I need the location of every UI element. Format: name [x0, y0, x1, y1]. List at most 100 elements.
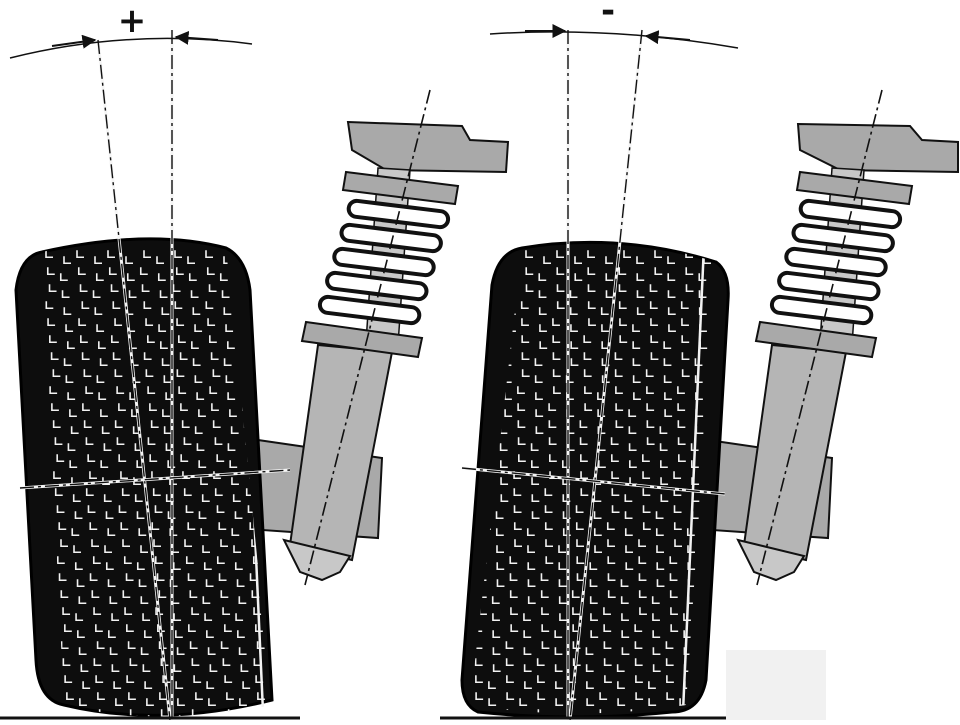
tread-block [174, 250, 182, 259]
tread-block [492, 613, 500, 622]
tread-block [53, 471, 61, 480]
tread-block [634, 624, 643, 633]
tread-block [200, 528, 209, 537]
tread-block [95, 675, 104, 684]
tread-block [145, 369, 154, 378]
tread-block [258, 709, 267, 717]
tread-block [76, 250, 84, 259]
tread-block [623, 250, 631, 259]
tread-block [603, 624, 612, 633]
tread-block [209, 664, 218, 673]
tread-block [698, 290, 707, 299]
tread-block [615, 386, 623, 395]
tread-block [549, 454, 557, 463]
strut-mount-plate [796, 122, 959, 174]
tread-block [663, 341, 672, 350]
tread-block [220, 539, 229, 548]
tread-block [517, 437, 526, 446]
tread-block [69, 409, 77, 418]
tread-block [670, 624, 679, 633]
tread-block [540, 573, 549, 582]
tread-block [225, 324, 234, 333]
tread-block [645, 369, 654, 378]
tread-block [488, 698, 497, 707]
camber-sign-positive: + [118, 1, 147, 41]
tread-block [586, 698, 595, 707]
tread-block [194, 426, 203, 435]
tread-block [614, 369, 623, 378]
tread-block [585, 647, 594, 656]
tread-block [505, 641, 514, 650]
angle-arc [9, 37, 253, 59]
tread-block [599, 692, 608, 701]
tread-block [683, 613, 691, 622]
tread-block [179, 352, 188, 361]
tread-block [191, 341, 199, 350]
tread-block [635, 675, 643, 684]
tread-block [201, 494, 210, 503]
tread-block [95, 624, 103, 633]
panel-negative: - [460, 0, 959, 721]
tread-block [75, 613, 84, 622]
tread-block [556, 301, 565, 310]
tread-block [188, 624, 196, 633]
tread-block [625, 562, 634, 571]
tread-block [183, 437, 192, 446]
tread-block [691, 460, 699, 469]
tread-block [594, 545, 602, 554]
tread-block [175, 681, 184, 690]
tread-block [147, 386, 156, 395]
tread-block [628, 426, 637, 435]
tread-block [142, 664, 151, 673]
tread-block [187, 573, 196, 582]
tread-block [583, 369, 592, 378]
tread-block [580, 471, 589, 480]
tread-block [642, 471, 651, 480]
tread-block [47, 318, 56, 327]
tread-block [620, 579, 629, 588]
tread-block [660, 460, 668, 469]
tread-block [541, 607, 549, 616]
tread-block [196, 443, 205, 452]
tread-block [576, 556, 585, 565]
tread-block [126, 273, 135, 282]
tread-block [191, 607, 200, 616]
tread-block [120, 471, 128, 480]
tread-groove [681, 244, 706, 714]
tread-block [673, 488, 682, 497]
tread-block [632, 341, 641, 350]
tread-block [525, 267, 534, 276]
tread-block [624, 494, 633, 503]
tread-block [523, 613, 531, 622]
spring-top-seat [341, 170, 460, 206]
tread-block [77, 630, 85, 639]
tread-block [616, 664, 625, 673]
tread-block [94, 256, 102, 265]
tread-block [476, 290, 485, 299]
tread-block [633, 392, 641, 401]
tread-block [556, 284, 565, 293]
tread-block [506, 692, 515, 701]
tread-block [111, 335, 119, 344]
tread-block [615, 403, 624, 412]
tread-block [601, 341, 610, 350]
tread-block [235, 613, 244, 622]
tread-block [143, 301, 152, 310]
tread-block [571, 590, 580, 599]
tread-block [665, 658, 674, 667]
tread-block [89, 522, 98, 531]
tread-block [670, 607, 678, 616]
tread-block [619, 318, 627, 327]
tread-block [472, 324, 480, 333]
tread-block [145, 318, 154, 327]
tread-block [227, 443, 236, 452]
tread-block [600, 307, 609, 316]
tread-block [122, 539, 131, 548]
tread-block [558, 562, 567, 571]
tread-block [618, 301, 627, 310]
tread-block [513, 522, 522, 531]
tread-block [202, 545, 211, 554]
tread-block [619, 335, 628, 344]
tread-block [152, 488, 161, 497]
tread-block [574, 273, 583, 282]
